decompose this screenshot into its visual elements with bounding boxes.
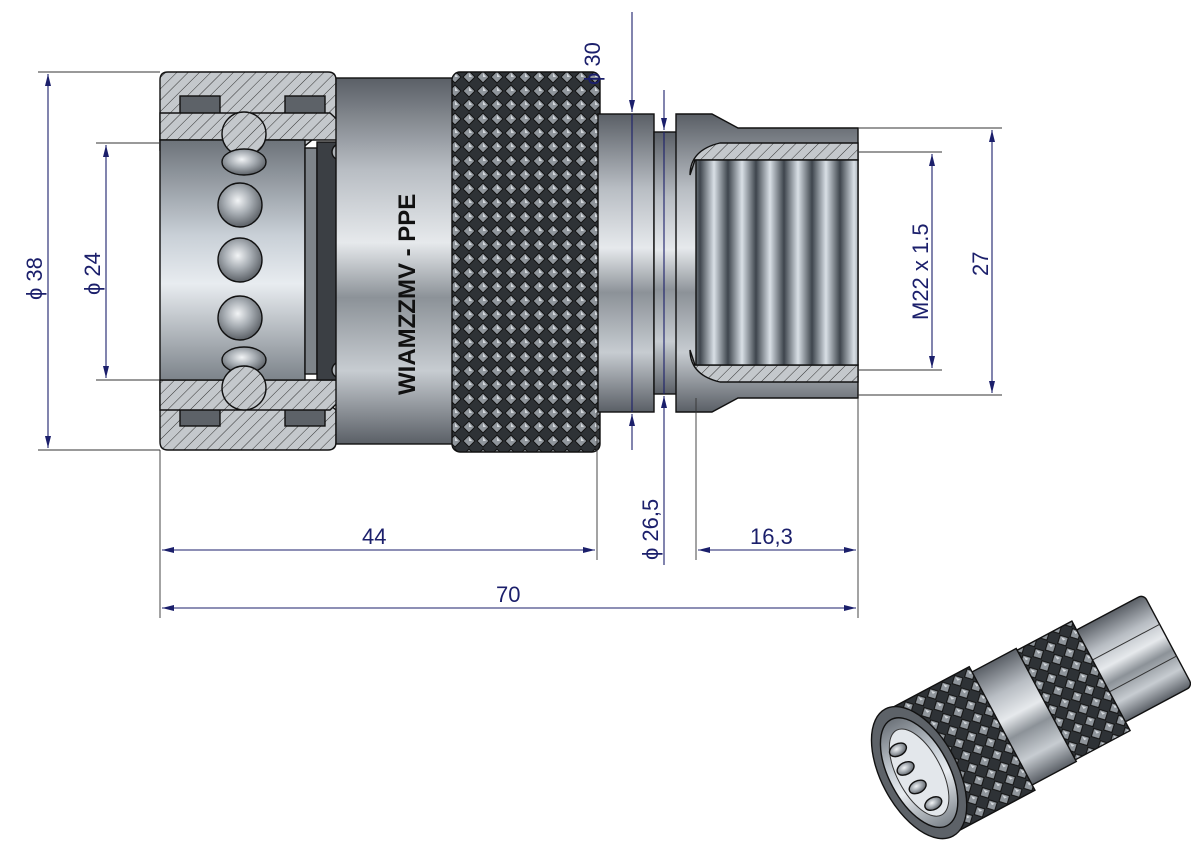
dim-bore-diameter: ϕ 24 [80,252,105,295]
dim-thread: M22 x 1.5 [908,223,933,320]
thread-section-top [689,142,859,176]
dim-outer-diameter: ϕ 38 [22,257,47,300]
collar [597,113,655,413]
dim-thread-length: 16,3 [750,524,793,549]
locking-balls [217,111,267,411]
sleeve-body [335,77,457,445]
thread-section-bottom [689,349,859,383]
internal-thread [695,159,859,366]
dim-body-length: 44 [362,524,386,549]
dimensions: ϕ 38 ϕ 24 ϕ 30 ϕ 26,5 M22 x 1.5 27 [22,12,1002,618]
engraving-text: WIAMZZMV - PPE [394,194,421,395]
dim-collar-diameter: ϕ 30 [580,42,605,85]
isometric-view [870,595,1191,840]
dim-hex-across-flats: 27 [968,252,993,276]
section-view: WIAMZZMV - PPE [159,71,859,453]
dim-groove-diameter: ϕ 26,5 [638,499,663,560]
dim-overall-length: 70 [496,582,520,607]
groove [653,131,679,395]
knurled-ring [451,71,601,453]
